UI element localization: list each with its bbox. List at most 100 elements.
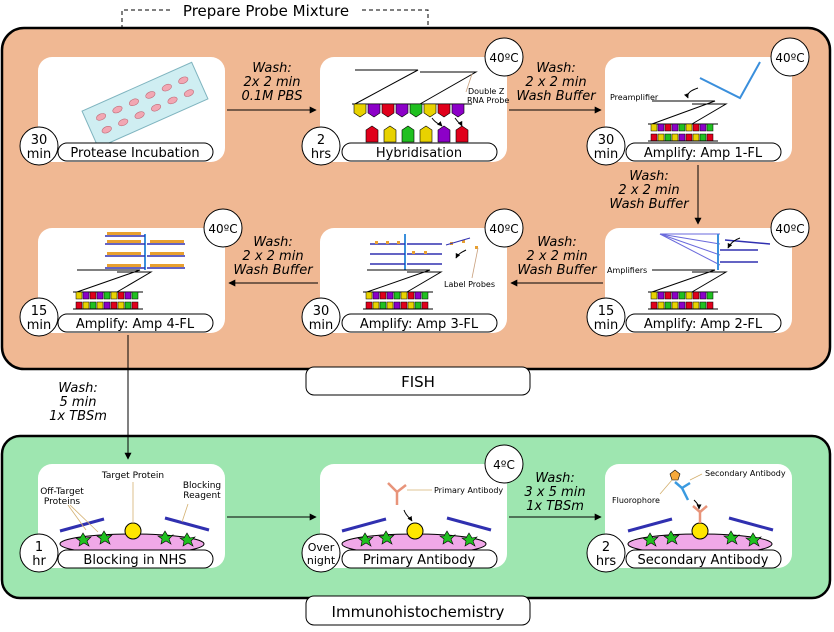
svg-text:Wash:: Wash: <box>629 169 669 184</box>
svg-text:40ºC: 40ºC <box>775 222 804 236</box>
svg-text:40ºC: 40ºC <box>208 222 237 236</box>
slide-illustration <box>81 61 209 149</box>
step-title-box <box>57 549 214 569</box>
step-amp2: Amplifiers Amplify: Amp 2-FL 15 min 40ºC <box>586 208 810 337</box>
svg-text:30: 30 <box>313 304 330 319</box>
ihc-label-box <box>305 595 531 626</box>
step-title: Secondary Antibody <box>638 553 769 568</box>
svg-text:Fluorophore: Fluorophore <box>612 496 660 505</box>
svg-text:RNA Probe: RNA Probe <box>467 96 509 105</box>
svg-text:1x TBSm: 1x TBSm <box>526 499 584 514</box>
svg-text:40ºC: 40ºC <box>775 51 804 65</box>
svg-text:Wash Buffer: Wash Buffer <box>517 263 598 278</box>
step-title: Protease Incubation <box>70 146 199 161</box>
svg-text:Wash:: Wash: <box>253 235 293 250</box>
time-badge <box>19 297 59 337</box>
step-amp1: Preamplifier Amplify: Amp 1-FL 30 min 40… <box>586 37 810 166</box>
svg-text:min: min <box>27 318 52 333</box>
full-amplification-illustration <box>73 232 185 310</box>
svg-text:night: night <box>307 554 336 567</box>
svg-text:Amplifiers: Amplifiers <box>607 266 647 275</box>
wash-label-4: Wash: 2 x 2 min Wash Buffer <box>517 235 598 278</box>
label-probes-illustration <box>363 234 479 310</box>
svg-text:5 min: 5 min <box>60 395 97 410</box>
svg-text:Blocking: Blocking <box>183 481 221 491</box>
time-badge <box>301 126 341 166</box>
step-title-box <box>625 142 782 162</box>
svg-text:2 x 2 min: 2 x 2 min <box>618 183 679 198</box>
svg-text:min: min <box>594 147 619 162</box>
step-title-box <box>341 549 498 569</box>
step-title-box <box>57 313 214 333</box>
step-title: Amplify: Amp 3-FL <box>360 317 479 332</box>
svg-text:hrs: hrs <box>596 554 617 569</box>
svg-text:Proteins: Proteins <box>44 497 81 507</box>
time-badge <box>586 533 626 573</box>
step-amp4: Amplify: Amp 4-FL 15 min 40ºC <box>19 208 243 337</box>
prepare-probe-label: Prepare Probe Mixture <box>183 2 349 20</box>
svg-text:Target Protein: Target Protein <box>101 471 164 481</box>
step-title: Hybridisation <box>376 146 462 161</box>
step-title-box <box>625 549 782 569</box>
secondary-antibody-illustration <box>627 469 774 555</box>
svg-text:Wash Buffer: Wash Buffer <box>516 89 597 104</box>
svg-text:Wash:: Wash: <box>58 381 98 396</box>
wash-label-2: Wash: 2 x 2 min Wash Buffer <box>516 61 597 104</box>
svg-text:15: 15 <box>31 304 48 319</box>
svg-text:40ºC: 40ºC <box>489 51 518 65</box>
step-title: Amplify: Amp 2-FL <box>644 317 763 332</box>
svg-text:min: min <box>27 147 52 162</box>
svg-text:3 x 5 min: 3 x 5 min <box>524 485 585 500</box>
svg-text:hr: hr <box>32 554 46 569</box>
svg-text:2: 2 <box>317 133 325 148</box>
svg-text:1: 1 <box>35 540 43 555</box>
time-badge <box>301 533 341 573</box>
svg-text:Primary Antibody: Primary Antibody <box>434 486 503 495</box>
step-title-box <box>341 313 498 333</box>
step-title: Primary Antibody <box>363 553 476 568</box>
svg-text:2x 2 min: 2x 2 min <box>243 75 300 90</box>
step-title: Blocking in NHS <box>83 553 186 568</box>
step-primary-antibody: Primary Antibody Primary Antibody Over n… <box>301 444 524 573</box>
primary-antibody-illustration <box>341 482 492 555</box>
preamplifier-illustration <box>648 61 761 142</box>
svg-text:Reagent: Reagent <box>183 491 221 501</box>
svg-text:40ºC: 40ºC <box>489 222 518 236</box>
svg-text:Secondary Antibody: Secondary Antibody <box>705 469 786 478</box>
svg-text:1x TBSm: 1x TBSm <box>49 409 107 424</box>
step-title: Amplify: Amp 4-FL <box>76 317 195 332</box>
time-badge <box>19 126 59 166</box>
step-secondary-antibody: Secondary Antibody Fluorophore Secondary… <box>586 464 792 573</box>
svg-text:2: 2 <box>602 540 610 555</box>
svg-text:4ºC: 4ºC <box>493 458 515 472</box>
time-badge <box>586 297 626 337</box>
temp-badge <box>484 37 524 77</box>
svg-text:Over: Over <box>308 541 335 554</box>
svg-text:Wash:: Wash: <box>252 61 292 76</box>
fish-arrows <box>124 106 702 460</box>
svg-text:Wash Buffer: Wash Buffer <box>609 197 690 212</box>
svg-text:Wash Buffer: Wash Buffer <box>233 263 314 278</box>
svg-text:2 x 2 min: 2 x 2 min <box>525 75 586 90</box>
transfer-wash-label: Wash: 5 min 1x TBSm <box>49 381 107 424</box>
svg-text:hrs: hrs <box>311 147 332 162</box>
double-z-probe-illustration <box>352 69 478 143</box>
step-title-box <box>625 313 782 333</box>
fish-label-box <box>305 366 531 396</box>
temp-badge <box>770 37 810 77</box>
ihc-label: Immunohistochemistry <box>332 603 505 621</box>
svg-text:Wash:: Wash: <box>536 61 576 76</box>
time-badge <box>19 533 59 573</box>
svg-text:min: min <box>309 318 334 333</box>
svg-text:min: min <box>594 318 619 333</box>
temp-badge <box>203 208 243 248</box>
step-amp3: Label Probes Amplify: Amp 3-FL 30 min 40… <box>301 208 524 337</box>
svg-text:30: 30 <box>31 133 48 148</box>
step-hybridisation: Double Z RNA Probe Hybridisation 2 hrs 4… <box>301 37 524 166</box>
fish-label: FISH <box>401 373 435 391</box>
temp-badge <box>770 208 810 248</box>
time-badge <box>586 126 626 166</box>
tissue-illustration <box>59 482 210 555</box>
svg-text:Wash:: Wash: <box>535 471 575 486</box>
